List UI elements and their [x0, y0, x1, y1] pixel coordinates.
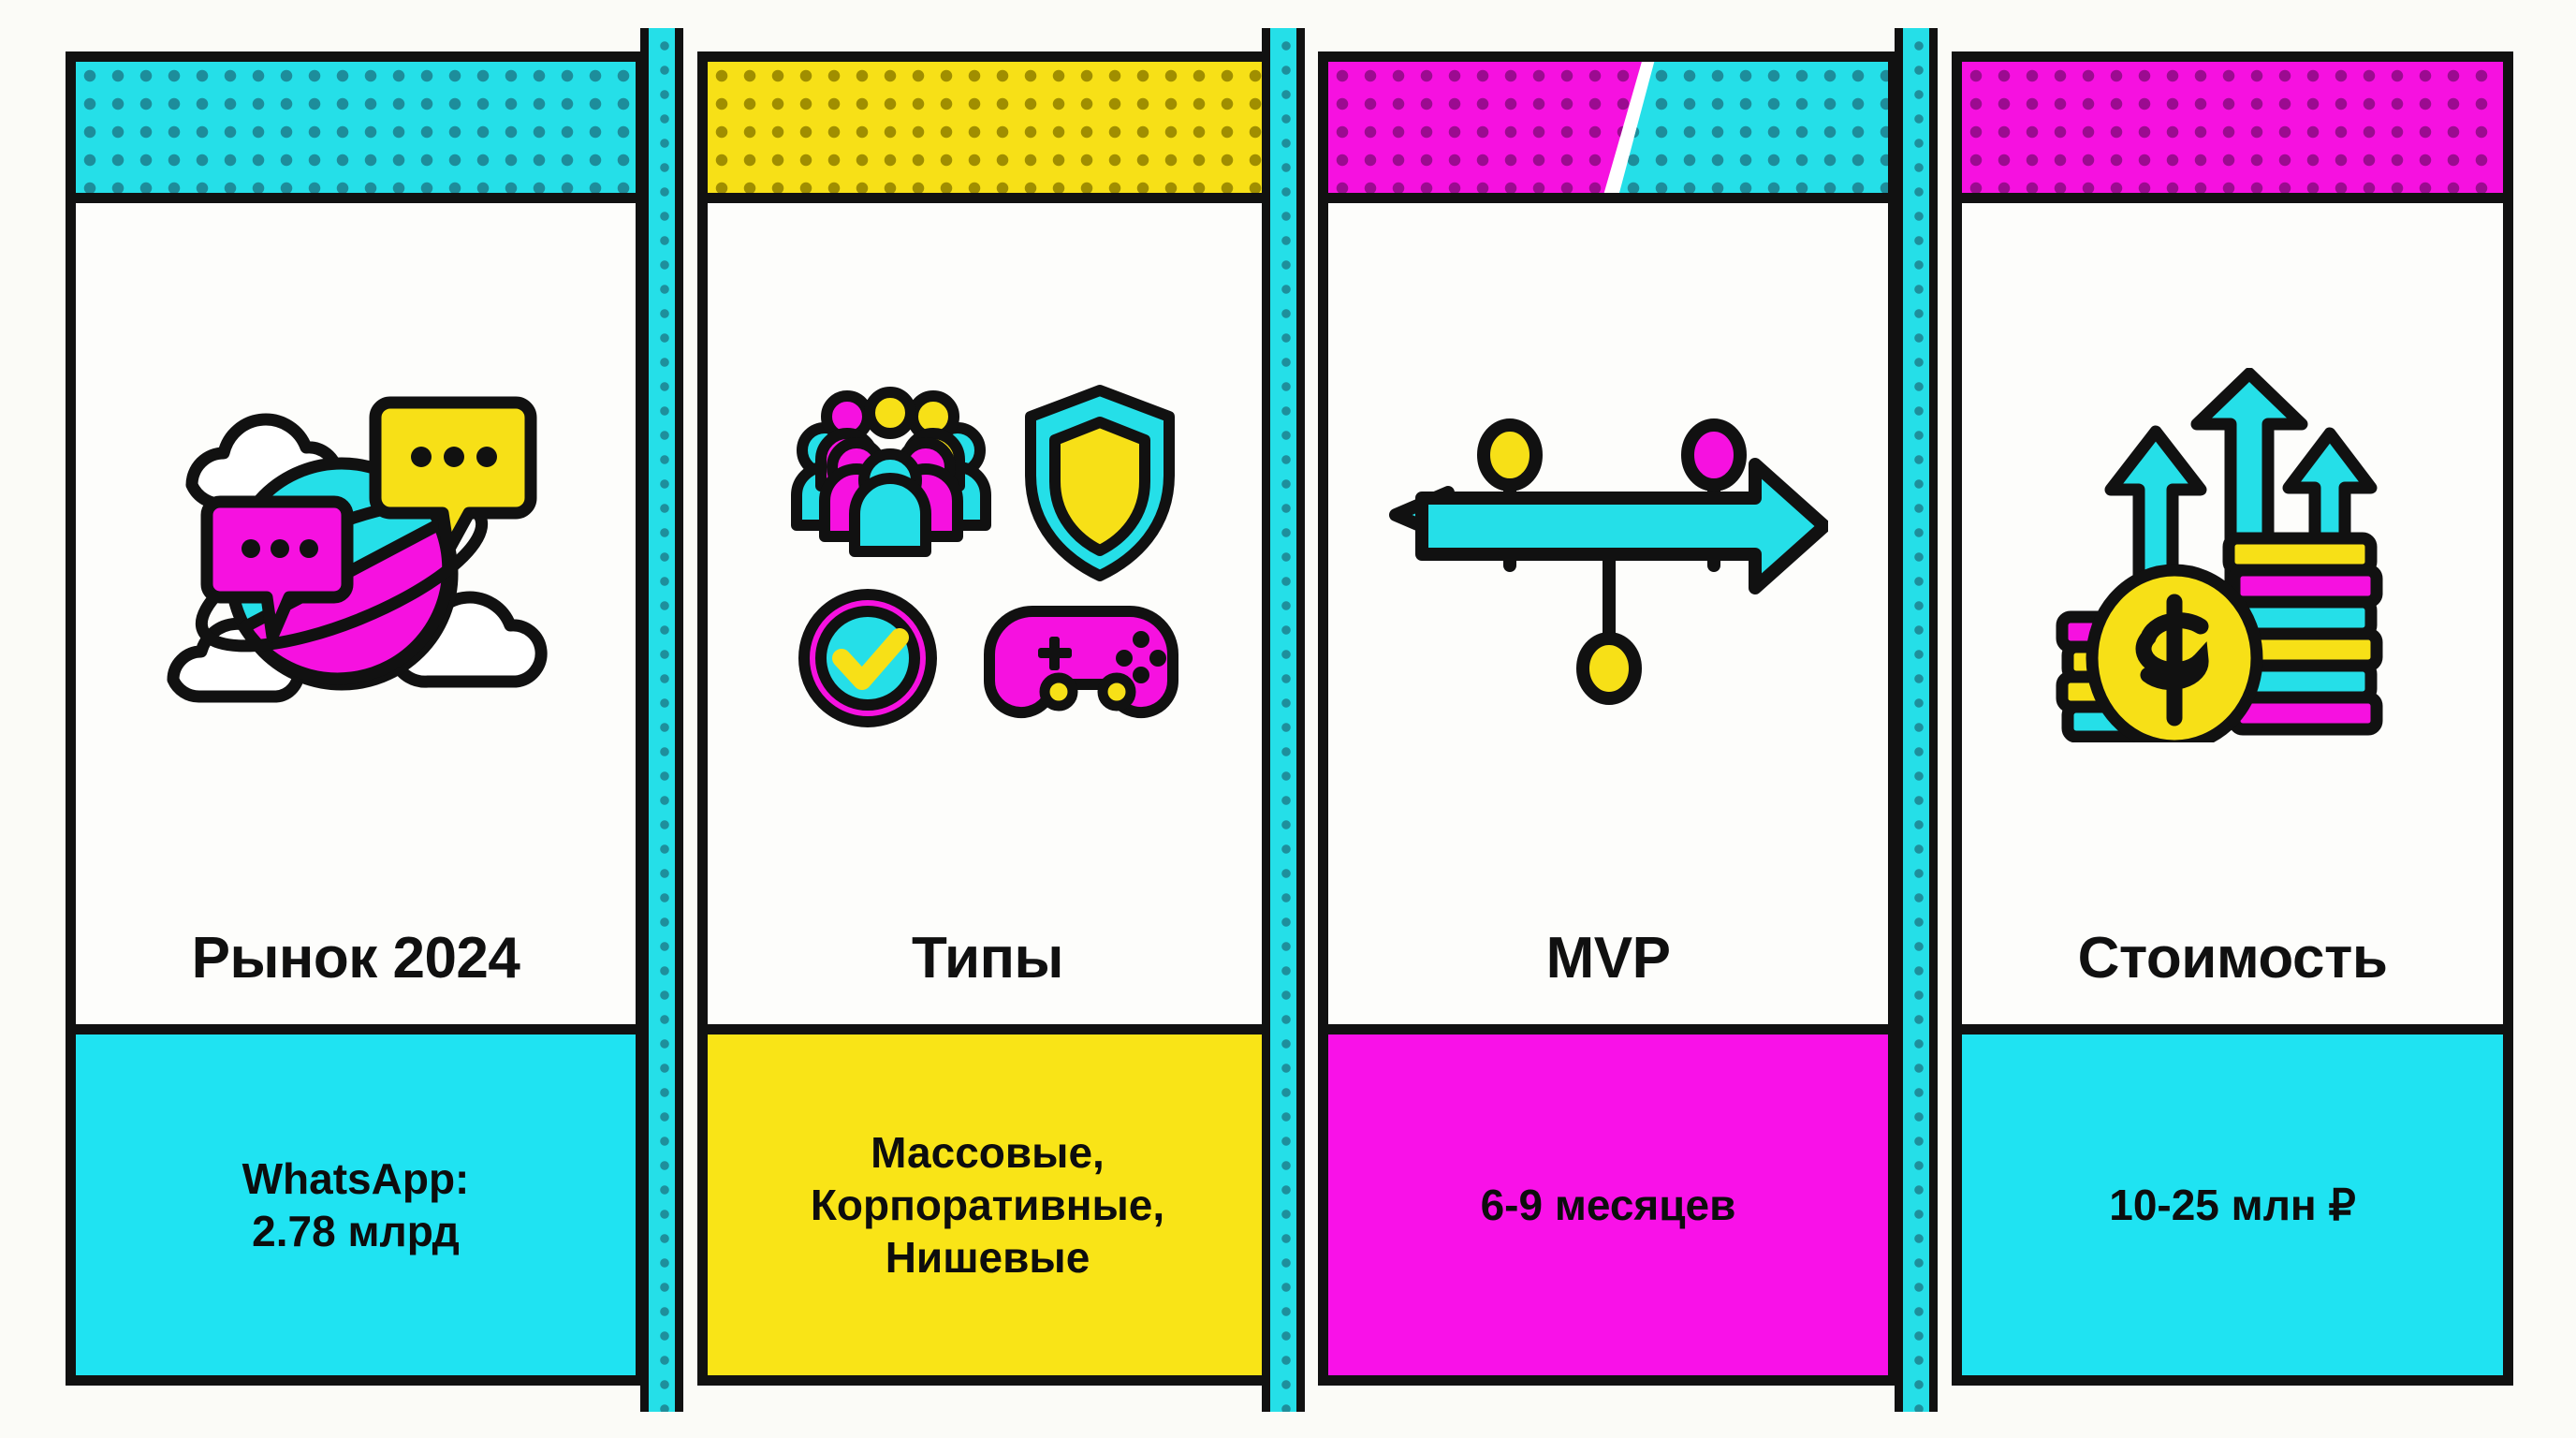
footer-line: Массовые, [871, 1127, 1105, 1177]
band-half-cyan [1618, 62, 1888, 193]
panel-cost: Стоимость 10-25 млн ₽ [1952, 51, 2513, 1386]
panel-footer-types: Массовые, Корпоративные, Нишевые [708, 1024, 1267, 1375]
coins-growth-arrows-icon [1962, 203, 2503, 917]
panel-separator [1262, 28, 1305, 1412]
people-shield-check-gamepad-icon [708, 203, 1267, 917]
panel-header-band-magenta [1962, 62, 2503, 203]
footer-line: Корпоративные, [810, 1180, 1165, 1229]
panel-separator [1895, 28, 1938, 1412]
footer-line: WhatsApp: [242, 1153, 470, 1203]
timeline-arrow-milestones-icon [1328, 203, 1888, 917]
footer-line: Нишевые [885, 1233, 1090, 1283]
panel-footer-market: WhatsApp: 2.78 млрд [76, 1024, 636, 1375]
footer-line: 6-9 месяцев [1480, 1180, 1736, 1229]
panel-title: Рынок 2024 [76, 917, 636, 1024]
panel-footer-cost: 10-25 млн ₽ [1962, 1024, 2503, 1375]
panel-footer-mvp: 6-9 месяцев [1328, 1024, 1888, 1375]
panel-types: Типы Массовые, Корпоративные, Нишевые [697, 51, 1278, 1386]
panel-title: MVP [1328, 917, 1888, 1024]
band-half-magenta [1328, 62, 1642, 193]
panel-separator [640, 28, 683, 1412]
panel-header-band-split [1328, 62, 1888, 203]
panel-market: Рынок 2024 WhatsApp: 2.78 млрд [66, 51, 646, 1386]
footer-line: 10-25 млн ₽ [2109, 1180, 2356, 1229]
footer-line: 2.78 млрд [252, 1207, 460, 1255]
panel-header-band-yellow [708, 62, 1267, 203]
panel-header-band-cyan [76, 62, 636, 203]
globe-chat-cloud-icon [76, 203, 636, 917]
panel-title: Типы [708, 917, 1267, 1024]
panel-mvp: MVP 6-9 месяцев [1318, 51, 1898, 1386]
panel-title: Стоимость [1962, 917, 2503, 1024]
